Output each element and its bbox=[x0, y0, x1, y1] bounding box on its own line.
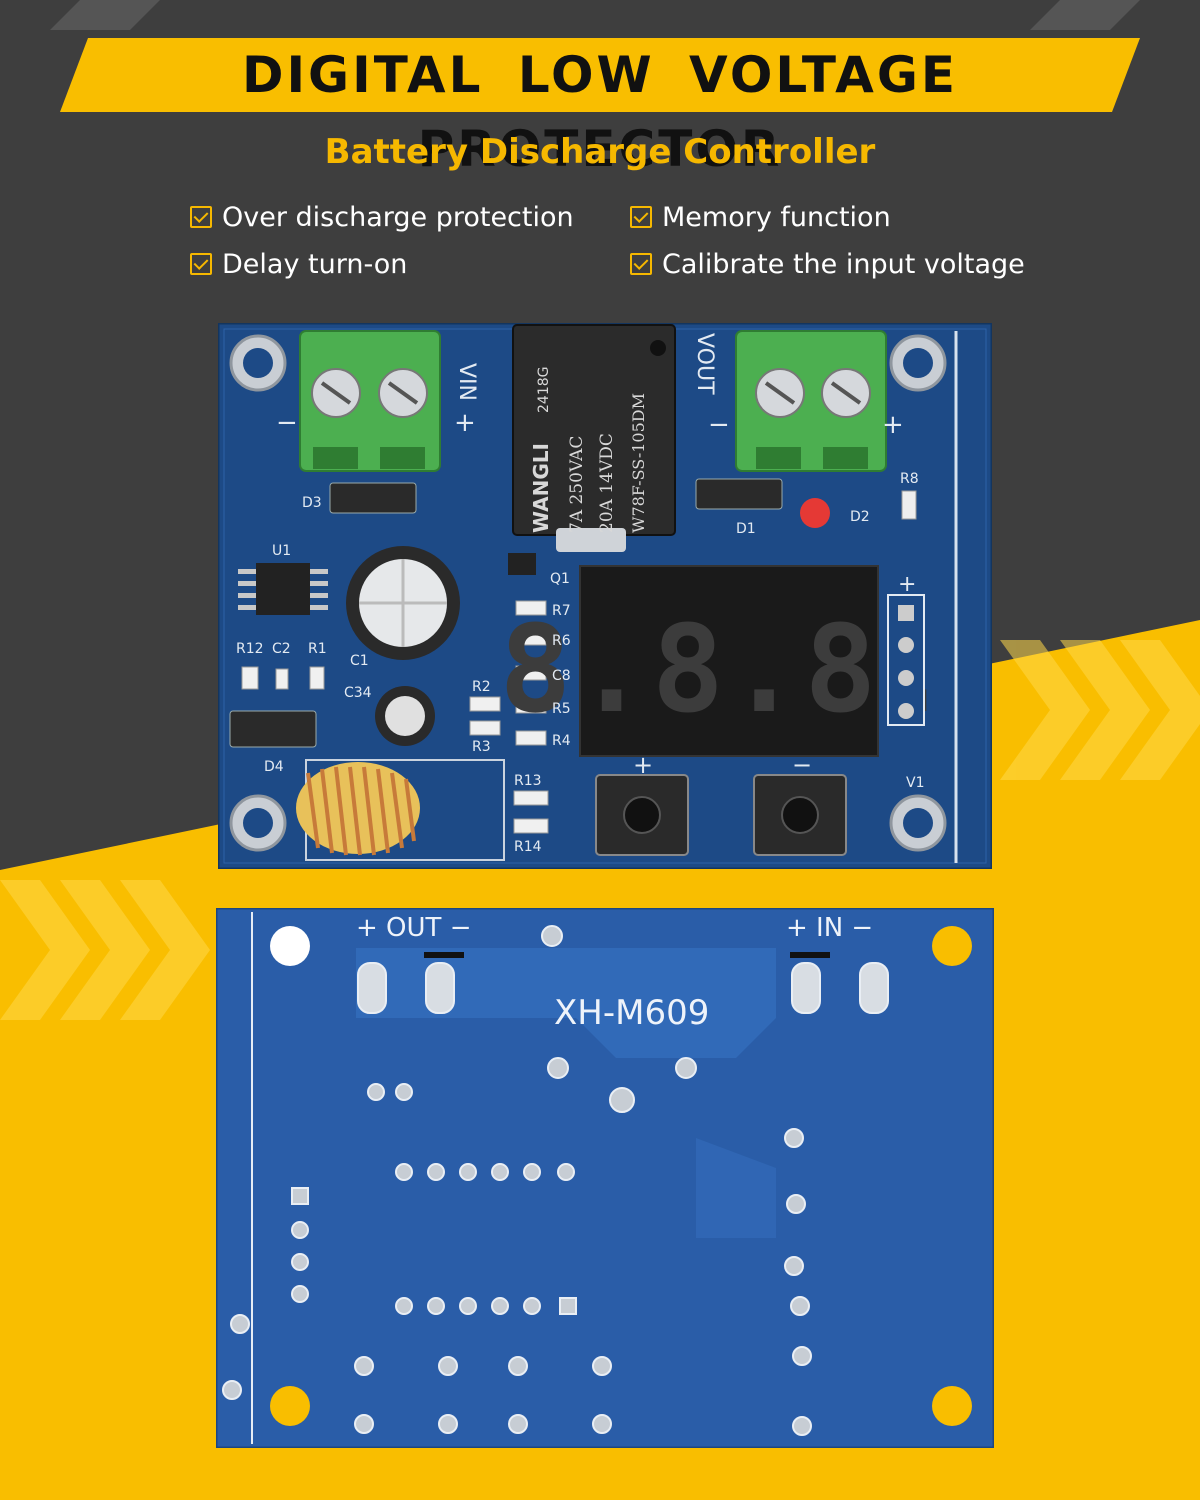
feature-label: Calibrate the input voltage bbox=[662, 248, 1025, 280]
relay-brand: WANGLI bbox=[529, 443, 553, 533]
subtitle: Battery Discharge Controller bbox=[324, 132, 876, 172]
relay-rating-dc: 20A 14VDC bbox=[597, 433, 617, 533]
vin-terminal-block bbox=[299, 330, 441, 472]
feature-label: Delay turn-on bbox=[222, 248, 408, 280]
relay-code: 2418G bbox=[536, 367, 552, 413]
ref-label: R14 bbox=[514, 839, 542, 855]
pcb-back-photo: + OUT − + IN − XH-M609 bbox=[216, 908, 994, 1448]
plus-button-label: + bbox=[633, 751, 653, 779]
feature-label: Memory function bbox=[662, 201, 891, 233]
ref-label: R7 bbox=[552, 603, 571, 619]
checkbox-icon bbox=[630, 253, 652, 275]
ref-label: D3 bbox=[302, 495, 322, 511]
ref-label: R8 bbox=[900, 471, 919, 487]
ref-label: R2 bbox=[472, 679, 491, 695]
ref-label: R13 bbox=[514, 773, 542, 789]
checkbox-icon bbox=[630, 206, 652, 228]
display-digits: 8.8.8. bbox=[499, 601, 956, 740]
page-title: DIGITAL LOW VOLTAGE PROTECTOR bbox=[241, 46, 959, 178]
vin-plus-label: + bbox=[454, 408, 476, 438]
ref-label: R4 bbox=[552, 733, 571, 749]
ref-label: R5 bbox=[552, 701, 571, 717]
ref-label: D1 bbox=[736, 521, 756, 537]
ref-label: D4 bbox=[264, 759, 284, 775]
relay-model: W78F-SS-105DM bbox=[629, 393, 648, 533]
relay-rating-ac: 7A 250VAC bbox=[567, 436, 587, 533]
title-banner: DIGITAL LOW VOLTAGE PROTECTOR bbox=[60, 38, 1140, 178]
ref-label: R12 bbox=[236, 641, 264, 657]
vout-terminal-block bbox=[735, 330, 887, 472]
seven-segment-display bbox=[579, 565, 879, 757]
vin-minus-label: − bbox=[276, 408, 298, 438]
vin-label: VIN bbox=[454, 363, 479, 401]
ref-label: R3 bbox=[472, 739, 491, 755]
back-out-label: + OUT − bbox=[356, 913, 471, 943]
checkbox-icon bbox=[190, 206, 212, 228]
ref-label: Q1 bbox=[550, 571, 570, 587]
ref-label: C8 bbox=[552, 668, 571, 684]
ref-label: C34 bbox=[344, 685, 372, 701]
minus-button bbox=[753, 774, 847, 856]
board-model-label: XH-M609 bbox=[554, 993, 709, 1033]
feature-label: Over discharge protection bbox=[222, 201, 574, 233]
feature-item: Memory function bbox=[630, 200, 891, 234]
header-plus: + bbox=[898, 572, 916, 597]
plus-button bbox=[595, 774, 689, 856]
vout-plus-label: + bbox=[882, 410, 904, 440]
checkbox-icon bbox=[190, 253, 212, 275]
mounting-holes bbox=[229, 334, 947, 852]
feature-item: Delay turn-on bbox=[190, 247, 407, 281]
vout-label: VOUT bbox=[692, 333, 717, 395]
ref-label: D2 bbox=[850, 509, 870, 525]
minus-button-label: − bbox=[792, 751, 812, 779]
feature-item: Calibrate the input voltage bbox=[630, 247, 1025, 281]
banner-shape bbox=[60, 38, 1140, 112]
led-indicator bbox=[800, 498, 830, 528]
back-in-label: + IN − bbox=[786, 913, 873, 943]
ref-label: R1 bbox=[308, 641, 327, 657]
pcb-front-photo: VIN − + WANGLI 2418G 7A 250VAC 20A 14VDC… bbox=[218, 323, 992, 869]
ref-label: R6 bbox=[552, 633, 571, 649]
relay: WANGLI 2418G 7A 250VAC 20A 14VDC W78F-SS… bbox=[512, 324, 676, 552]
ref-label: C2 bbox=[272, 641, 291, 657]
feature-item: Over discharge protection bbox=[190, 200, 574, 234]
ref-label: V1 bbox=[906, 775, 924, 791]
ref-label: C1 bbox=[350, 653, 369, 669]
ref-label: U1 bbox=[272, 543, 291, 559]
vout-minus-label: − bbox=[708, 410, 730, 440]
